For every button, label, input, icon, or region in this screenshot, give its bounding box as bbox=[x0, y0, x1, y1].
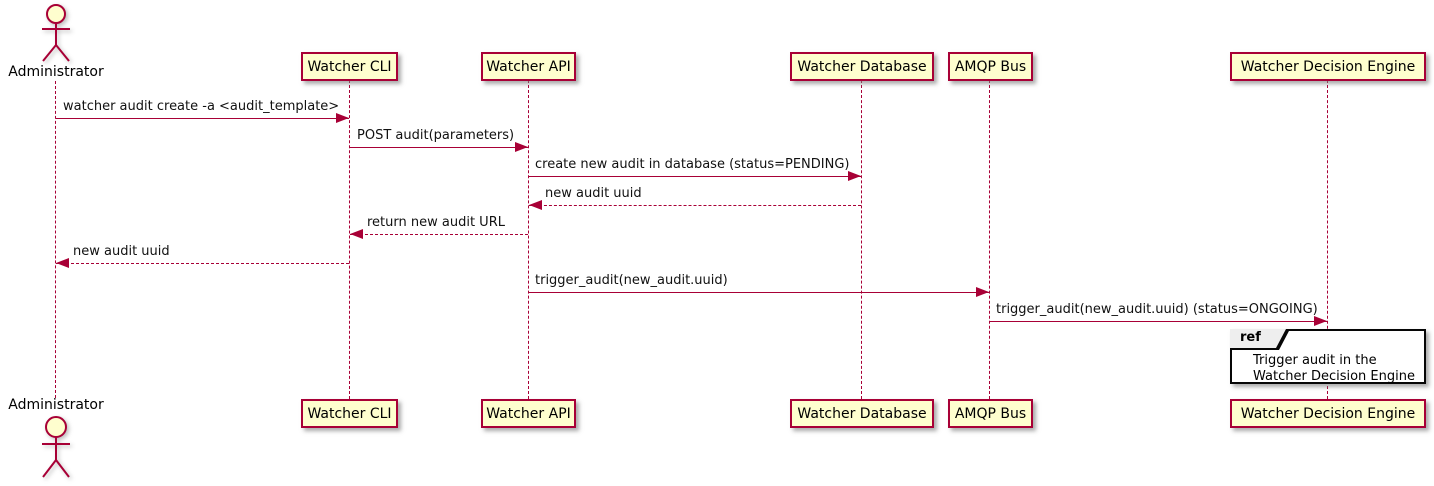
participant-watcher-decision-engine-bottom: Watcher Decision Engine bbox=[1230, 399, 1426, 428]
message-label: create new audit in database (status=PEN… bbox=[535, 157, 850, 172]
arrowhead-left-icon bbox=[529, 200, 542, 210]
lifeline-amqp-bus bbox=[989, 80, 990, 399]
ref-tab: ref bbox=[1230, 329, 1290, 350]
arrowhead-right-icon bbox=[515, 142, 528, 152]
participant-watcher-cli-top: Watcher CLI bbox=[301, 52, 398, 81]
message-line bbox=[529, 205, 861, 206]
lifeline-administrator bbox=[55, 81, 56, 398]
ref-text: Trigger audit in the Watcher Decision En… bbox=[1253, 353, 1415, 385]
participant-amqp-bus-top: AMQP Bus bbox=[948, 52, 1033, 81]
arrowhead-right-icon bbox=[976, 287, 989, 297]
message-label: new audit uuid bbox=[73, 244, 170, 259]
message-label: watcher audit create -a <audit_template> bbox=[63, 99, 340, 114]
participant-watcher-api-bottom: Watcher API bbox=[481, 399, 576, 428]
arrowhead-right-icon bbox=[1314, 316, 1327, 326]
participant-watcher-database-bottom: Watcher Database bbox=[790, 399, 934, 428]
arrowhead-right-icon bbox=[336, 113, 349, 123]
message-line bbox=[350, 147, 528, 148]
participant-label: Watcher CLI bbox=[307, 58, 392, 75]
participant-label: AMQP Bus bbox=[954, 58, 1027, 75]
ref-keyword: ref bbox=[1230, 329, 1286, 348]
participant-label: Watcher Decision Engine bbox=[1240, 58, 1416, 75]
actor-label-top: Administrator bbox=[8, 64, 104, 80]
actor-label-bottom: Administrator bbox=[8, 397, 104, 413]
participant-label: AMQP Bus bbox=[954, 405, 1027, 422]
message-line bbox=[989, 321, 1327, 322]
message-line bbox=[350, 234, 528, 235]
participant-label: Watcher Decision Engine bbox=[1240, 405, 1416, 422]
lifeline-watcher-api bbox=[528, 80, 529, 399]
ref-text-line: Trigger audit in the bbox=[1253, 353, 1377, 368]
message-label: return new audit URL bbox=[367, 215, 505, 230]
participant-watcher-cli-bottom: Watcher CLI bbox=[301, 399, 398, 428]
message-label: trigger_audit(new_audit.uuid) (status=ON… bbox=[996, 302, 1318, 317]
lifeline-watcher-cli bbox=[349, 80, 350, 399]
message-line bbox=[528, 292, 989, 293]
participant-watcher-decision-engine-top: Watcher Decision Engine bbox=[1230, 52, 1426, 81]
administrator-actor-icon bbox=[42, 416, 70, 478]
message-label: trigger_audit(new_audit.uuid) bbox=[535, 273, 728, 288]
lifeline-watcher-decision-engine bbox=[1327, 80, 1328, 399]
participant-watcher-database-top: Watcher Database bbox=[790, 52, 934, 81]
administrator-actor-icon bbox=[42, 4, 70, 62]
ref-fragment: ref Trigger audit in the Watcher Decisio… bbox=[1230, 329, 1426, 384]
message-label: POST audit(parameters) bbox=[357, 128, 515, 143]
participant-label: Watcher API bbox=[486, 405, 571, 422]
arrowhead-left-icon bbox=[56, 258, 69, 268]
participant-label: Watcher API bbox=[486, 58, 571, 75]
participant-watcher-api-top: Watcher API bbox=[481, 52, 576, 81]
ref-text-line: Watcher Decision Engine bbox=[1253, 369, 1415, 384]
message-line bbox=[56, 118, 349, 119]
message-label: new audit uuid bbox=[545, 186, 642, 201]
arrowhead-right-icon bbox=[848, 171, 861, 181]
participant-label: Watcher Database bbox=[797, 405, 927, 422]
lifeline-watcher-database bbox=[861, 80, 862, 399]
message-line bbox=[528, 176, 861, 177]
participant-label: Watcher Database bbox=[797, 58, 927, 75]
participant-label: Watcher CLI bbox=[307, 405, 392, 422]
participant-amqp-bus-bottom: AMQP Bus bbox=[948, 399, 1033, 428]
message-line bbox=[56, 263, 349, 264]
arrowhead-left-icon bbox=[350, 229, 363, 239]
